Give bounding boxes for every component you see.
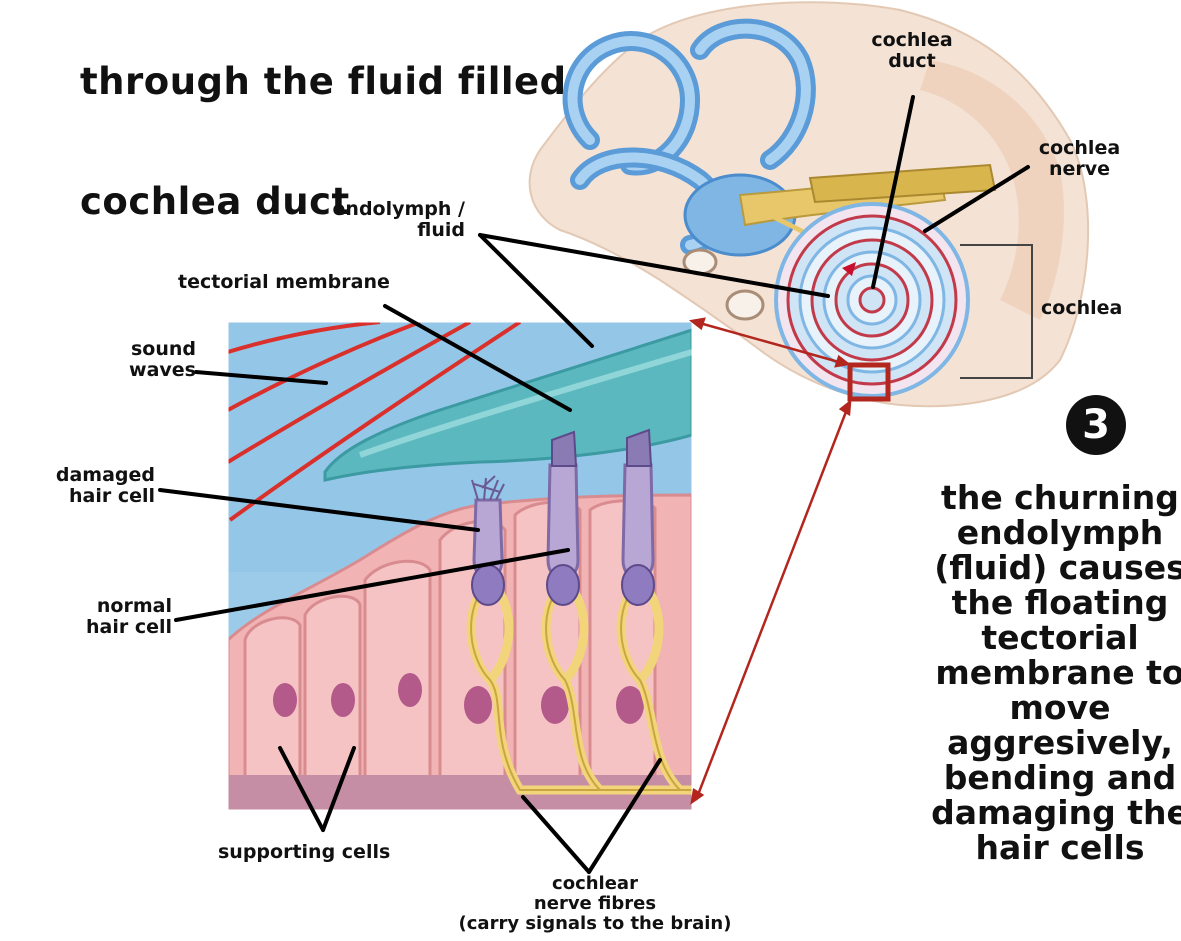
- step-3-text: the churning endolymph (fluid) causes th…: [870, 480, 1181, 865]
- label-supporting-cells: supporting cells: [218, 842, 390, 863]
- label-normal-hair-cell: normal hair cell: [50, 596, 172, 638]
- label-sound-waves: sound waves: [96, 339, 196, 381]
- zoom-connector-lines: [692, 319, 850, 802]
- label-cochlea-duct: cochlea duct: [842, 30, 982, 72]
- label-tectorial-membrane: tectorial membrane: [178, 272, 390, 293]
- label-cochlea-nerve: cochlea nerve: [1022, 138, 1137, 180]
- label-endolymph: endolymph / fluid: [330, 199, 465, 241]
- label-cochlea: cochlea: [1041, 298, 1122, 319]
- label-damaged-hair-cell: damaged hair cell: [20, 465, 155, 507]
- label-cochlear-nerve-fibres: cochlear nerve fibres (carry signals to …: [420, 874, 770, 934]
- organ-of-corti-panel: [228, 322, 692, 810]
- step-number-badge: 3: [1066, 395, 1126, 455]
